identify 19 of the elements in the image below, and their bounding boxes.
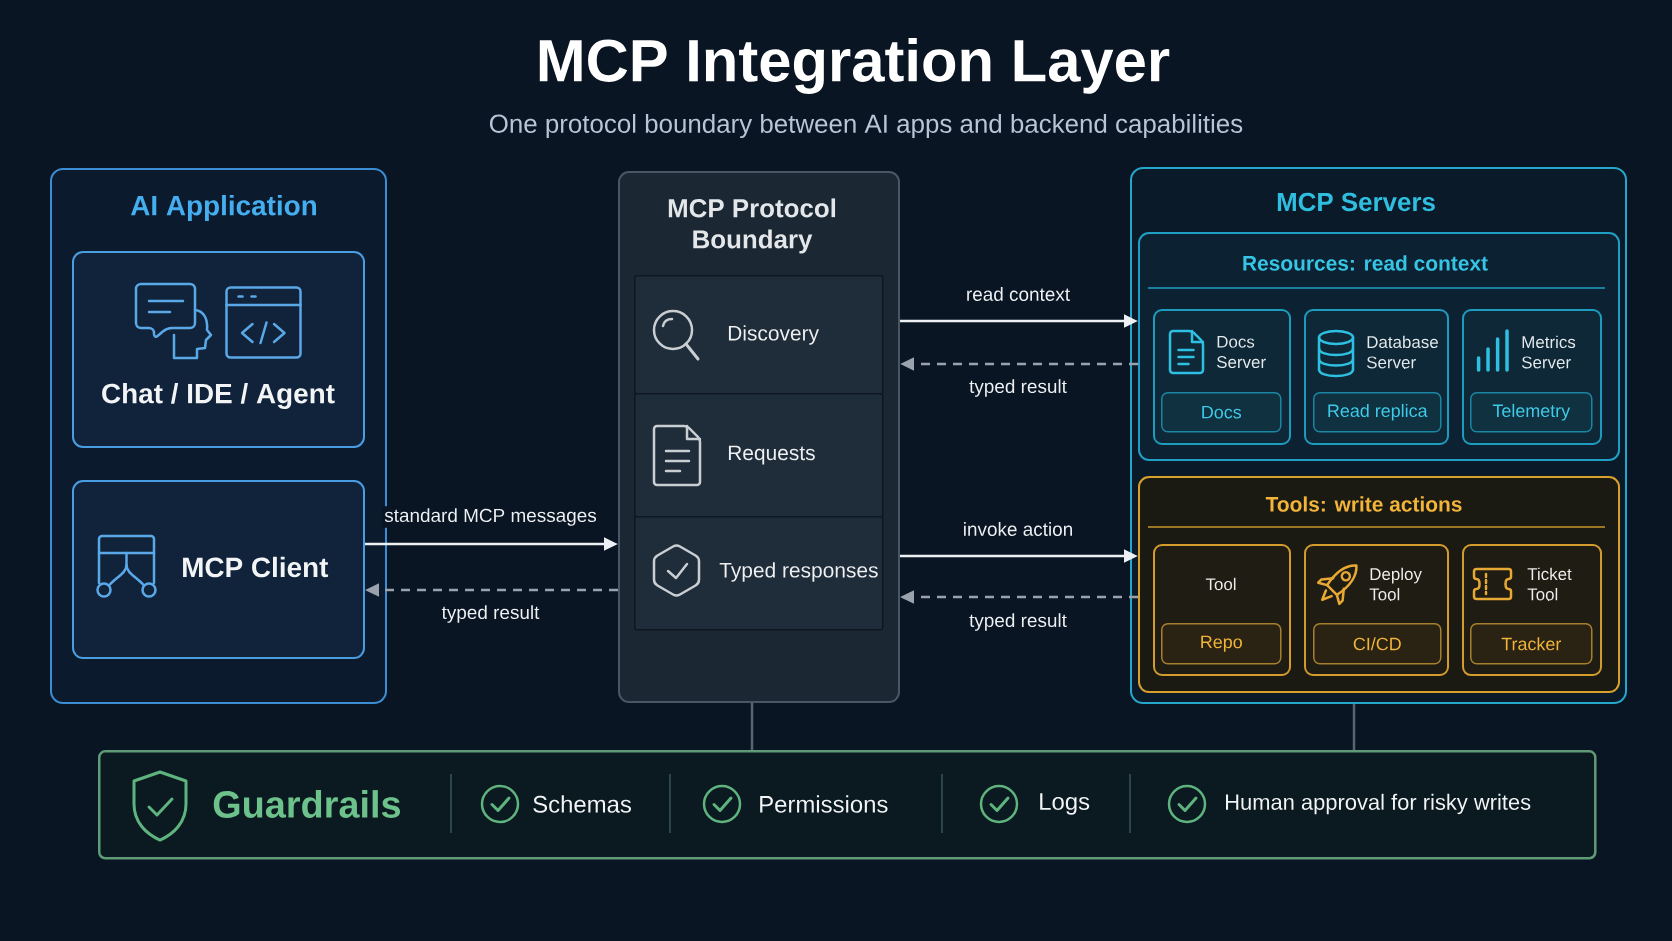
edge-label: typed result [967, 611, 1069, 633]
list-row: Discovery [634, 275, 884, 395]
item-label: Human approval for risky writes [1226, 793, 1531, 815]
component-box: MCP Client [72, 480, 365, 659]
item-label: Schemas [533, 795, 631, 813]
edge-label: standard MCP messages [382, 506, 599, 528]
connector-line [1352, 704, 1356, 750]
connector-line [750, 703, 754, 750]
list-row: Requests [634, 393, 884, 518]
edge-label: invoke action [960, 520, 1076, 538]
edge-label: typed result [439, 603, 542, 625]
component-box: Chat / IDE / Agent [72, 251, 365, 448]
subtitle: One protocol boundary between AI apps and backend capabilities [489, 113, 1243, 139]
title: MCP Integration Layer [539, 38, 1170, 94]
edge-label: read context [963, 285, 1073, 303]
item-label: Permissions [760, 795, 888, 813]
edge-label: typed result [967, 377, 1069, 399]
item-label: Logs [1040, 793, 1090, 815]
list-row: Typed responses [634, 516, 884, 631]
